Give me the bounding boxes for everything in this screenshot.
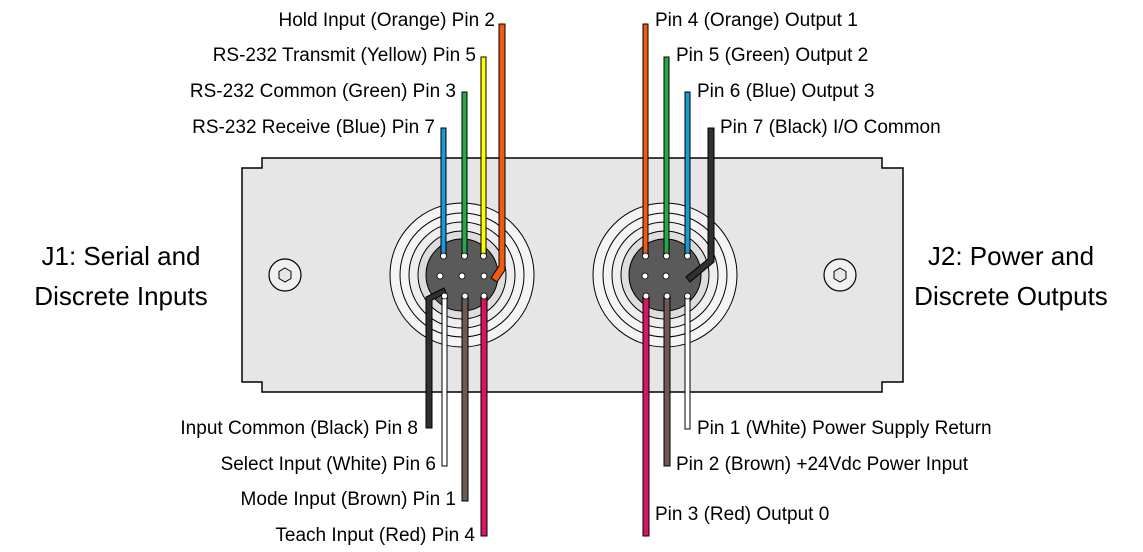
j2-wire-blue [684, 91, 691, 256]
j1-pins [436, 252, 488, 300]
j2-pins [641, 252, 691, 300]
j1-label-rs232-receive: RS-232 Receive (Blue) Pin 7 [192, 117, 435, 138]
j2-wire-brown [663, 295, 671, 467]
j2-title-line2: Discrete Outputs [914, 281, 1108, 311]
j1-wire-green [461, 91, 468, 256]
j1-wire-yellow [480, 56, 487, 256]
j2-label-power-input: Pin 2 (Brown) +24Vdc Power Input [676, 454, 969, 475]
j2-label-output-1: Pin 4 (Orange) Output 1 [655, 10, 858, 31]
left-screw-icon [268, 258, 302, 292]
j1-wire-orange [490, 23, 506, 283]
right-screw-icon [823, 258, 857, 292]
j2-wire-green [663, 56, 670, 256]
j1-title-line2: Discrete Inputs [34, 281, 207, 311]
j2-title-line1: J2: Power and [928, 241, 1094, 271]
j1-title-line1: J1: Serial and [42, 241, 201, 271]
j1-label-select-input: Select Input (White) Pin 6 [221, 454, 436, 475]
j1-wire-blue [440, 127, 447, 256]
j1-label-rs232-transmit: RS-232 Transmit (Yellow) Pin 5 [213, 45, 476, 66]
j2-wire-orange [642, 23, 649, 256]
j1-wire-brown [461, 295, 469, 502]
j2-label-output-2: Pin 5 (Green) Output 2 [676, 45, 868, 66]
j2-label-power-supply-return: Pin 1 (White) Power Supply Return [697, 418, 992, 439]
j1-label-rs232-common: RS-232 Common (Green) Pin 3 [190, 81, 456, 102]
j2-wire-white [684, 295, 691, 430]
j1-label-teach-input: Teach Input (Red) Pin 4 [275, 525, 475, 546]
j1-label-mode-input: Mode Input (Brown) Pin 1 [241, 489, 456, 510]
j2-wire-black [685, 127, 715, 283]
j1-wire-white [441, 295, 448, 467]
j2-label-output-3: Pin 6 (Blue) Output 3 [697, 81, 874, 102]
mounting-plate [241, 157, 904, 393]
j1-label-input-common: Input Common (Black) Pin 8 [180, 418, 418, 439]
j1-label-hold-input: Hold Input (Orange) Pin 2 [278, 10, 495, 31]
j2-label-output-0: Pin 3 (Red) Output 0 [655, 504, 829, 525]
j2-label-io-common: Pin 7 (Black) I/O Common [720, 117, 941, 138]
j2-wire-red [642, 295, 650, 537]
j1-wire-red [480, 295, 488, 537]
